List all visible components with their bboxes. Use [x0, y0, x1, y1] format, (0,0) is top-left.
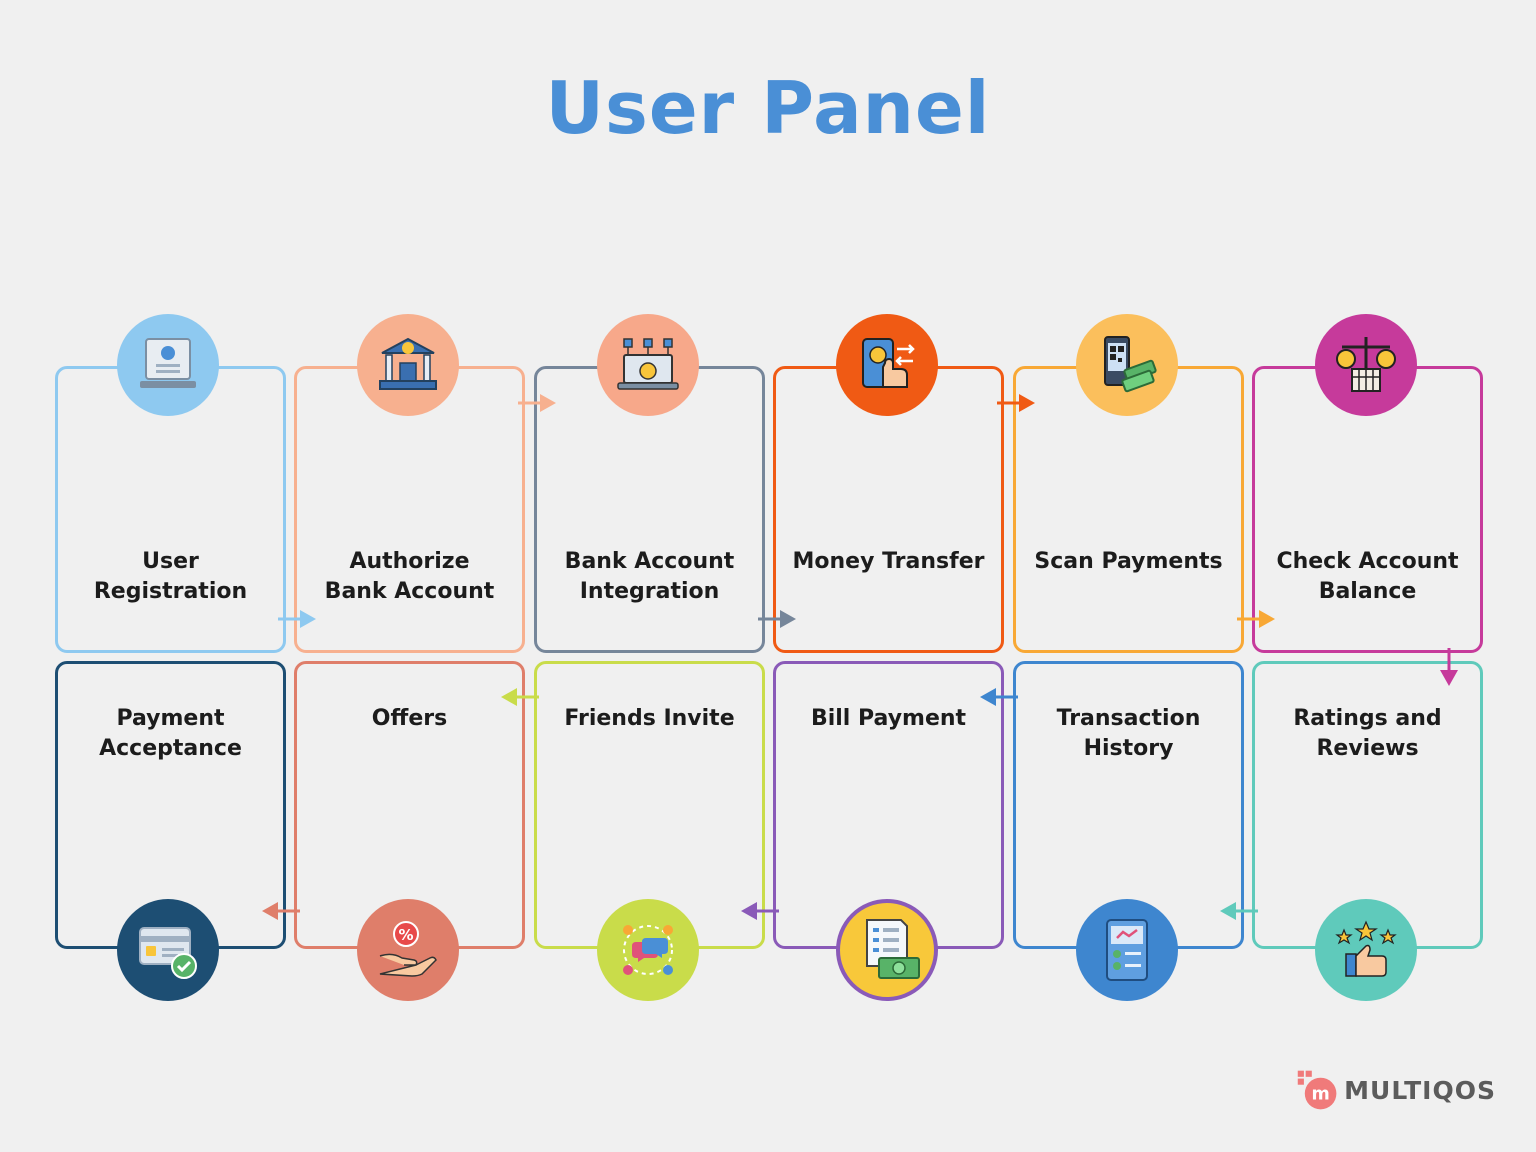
- multiqos-logo: m MULTIQOS: [1296, 1066, 1496, 1114]
- phone-dollar-transfer-icon: [836, 314, 938, 416]
- bill-receipt-cash-icon: [836, 899, 938, 1001]
- step-label: Check Account Balance: [1276, 549, 1459, 604]
- flow-arrow-right-icon: [997, 394, 1035, 412]
- step-label: Ratings and Reviews: [1293, 706, 1442, 761]
- qr-phone-cash-icon: [1076, 314, 1178, 416]
- flow-arrow-left-icon: [980, 688, 1018, 706]
- step-card-bank-account-integration[interactable]: Bank Account Integration: [534, 366, 765, 653]
- step-label: User Registration: [93, 549, 248, 604]
- flow-arrow-right-icon: [758, 610, 796, 628]
- step-label: Offers: [371, 706, 448, 731]
- step-label: Transaction History: [1056, 706, 1201, 761]
- phone-history-list-icon: [1076, 899, 1178, 1001]
- brand-name: MULTIQOS: [1344, 1075, 1496, 1105]
- page-title: User Panel: [545, 66, 991, 150]
- step-label: Money Transfer: [792, 549, 985, 574]
- logo-mark-letter: m: [1311, 1085, 1329, 1105]
- hand-percent-offer-icon: %: [357, 899, 459, 1001]
- people-chat-invite-icon: [597, 899, 699, 1001]
- flow-arrow-right-icon: [1237, 610, 1275, 628]
- flow-arrow-right-icon: [518, 394, 556, 412]
- laptop-gear-network-icon: [597, 314, 699, 416]
- svg-text:%: %: [398, 926, 413, 944]
- step-label: Bank Account Integration: [564, 549, 735, 604]
- flow-arrow-left-icon: [262, 902, 300, 920]
- step-label: Scan Payments: [1034, 549, 1223, 574]
- step-card-friends-invite[interactable]: Friends Invite: [534, 661, 765, 949]
- step-label: Payment Acceptance: [99, 706, 242, 761]
- flow-arrow-left-icon: [1220, 902, 1258, 920]
- step-card-authorize-bank-account[interactable]: Authorize Bank Account: [294, 366, 525, 653]
- step-label: Friends Invite: [564, 706, 735, 731]
- flow-arrow-down-icon: [1440, 648, 1458, 686]
- step-card-user-registration[interactable]: User Registration: [55, 366, 286, 653]
- bank-building-icon: [357, 314, 459, 416]
- user-profile-laptop-icon: [117, 314, 219, 416]
- card-check-accept-icon: [117, 899, 219, 1001]
- step-label: Bill Payment: [810, 706, 967, 731]
- step-label: Authorize Bank Account: [324, 549, 495, 604]
- flow-arrow-left-icon: [741, 902, 779, 920]
- flow-arrow-left-icon: [501, 688, 539, 706]
- stars-thumbs-up-icon: [1315, 899, 1417, 1001]
- balance-scale-dollar-icon: [1315, 314, 1417, 416]
- multiqos-logo-mark-icon: m: [1297, 1070, 1337, 1110]
- flow-arrow-right-icon: [278, 610, 316, 628]
